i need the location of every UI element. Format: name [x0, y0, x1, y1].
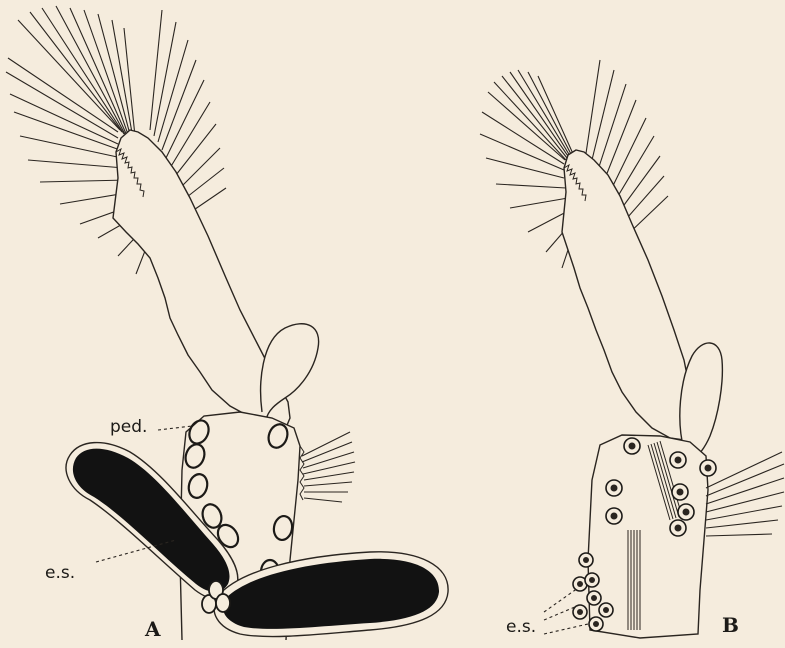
- panel-a-letter: A: [144, 617, 161, 641]
- panel-a: ped. e.s. A: [6, 6, 448, 641]
- label-es-a: e.s.: [45, 563, 75, 583]
- label-ped: ped.: [110, 417, 147, 437]
- panel-a-endopod: [261, 324, 319, 420]
- panel-b: e.s. B: [480, 60, 784, 638]
- panel-b-peduncle-bristles: [706, 452, 784, 536]
- panel-b-letter: B: [722, 613, 739, 637]
- panel-a-peduncle-bristles: [302, 432, 355, 502]
- panel-a-peduncle-edge: [300, 446, 304, 500]
- label-es-b: e.s.: [506, 617, 536, 637]
- panel-b-blade: [562, 150, 690, 440]
